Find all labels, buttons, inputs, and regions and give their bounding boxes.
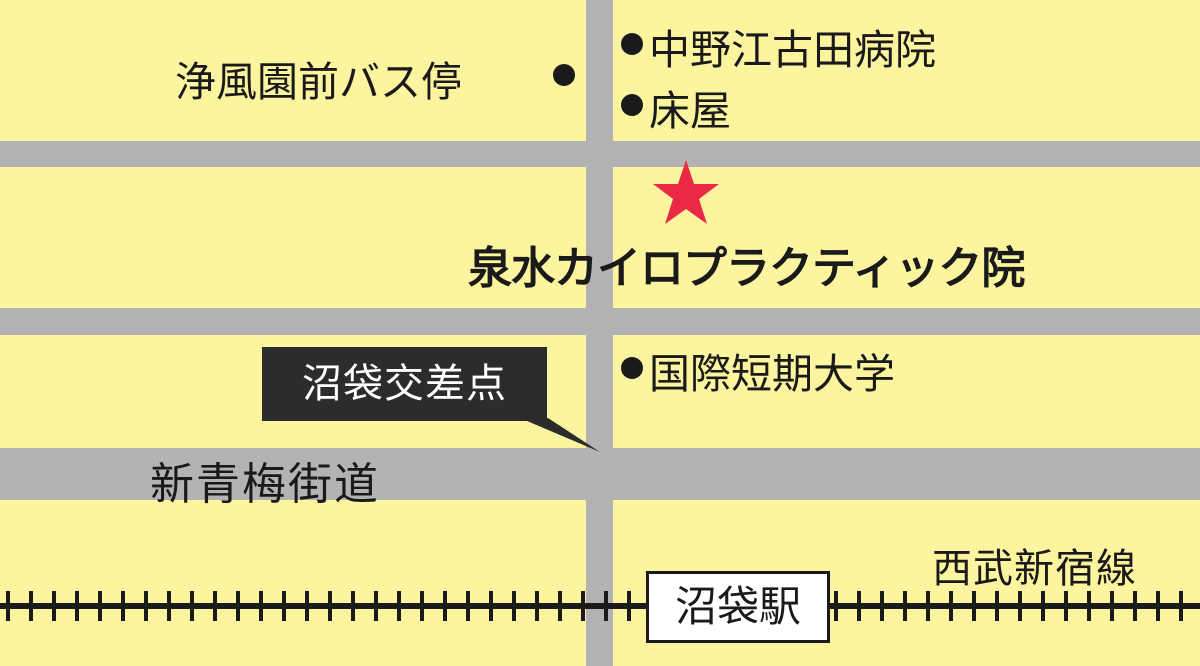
street-label: 新青梅街道 <box>150 459 380 510</box>
road-vertical <box>586 0 613 666</box>
barber-marker-icon <box>621 94 643 116</box>
city-block <box>0 0 586 141</box>
city-block <box>613 0 1200 141</box>
bus-stop-marker-icon <box>553 64 575 86</box>
city-block <box>0 500 586 666</box>
hospital-label: 中野江古田病院 <box>649 26 936 74</box>
railway-label: 西武新宿線 <box>932 546 1137 592</box>
destination-label: 泉水カイロプラクティック院 <box>468 243 1025 294</box>
barber-label: 床屋 <box>649 87 731 135</box>
bus-stop-label: 浄風園前バス停 <box>175 58 462 106</box>
city-block <box>613 167 1200 308</box>
college-label: 国際短期大学 <box>649 350 895 398</box>
hospital-marker-icon <box>621 33 643 55</box>
intersection-callout: 沼袋交差点 <box>262 347 547 421</box>
city-block <box>0 167 586 308</box>
destination-star-icon <box>653 160 719 224</box>
city-block <box>613 335 1200 448</box>
college-marker-icon <box>621 357 643 379</box>
station-box: 沼袋駅 <box>646 571 830 643</box>
